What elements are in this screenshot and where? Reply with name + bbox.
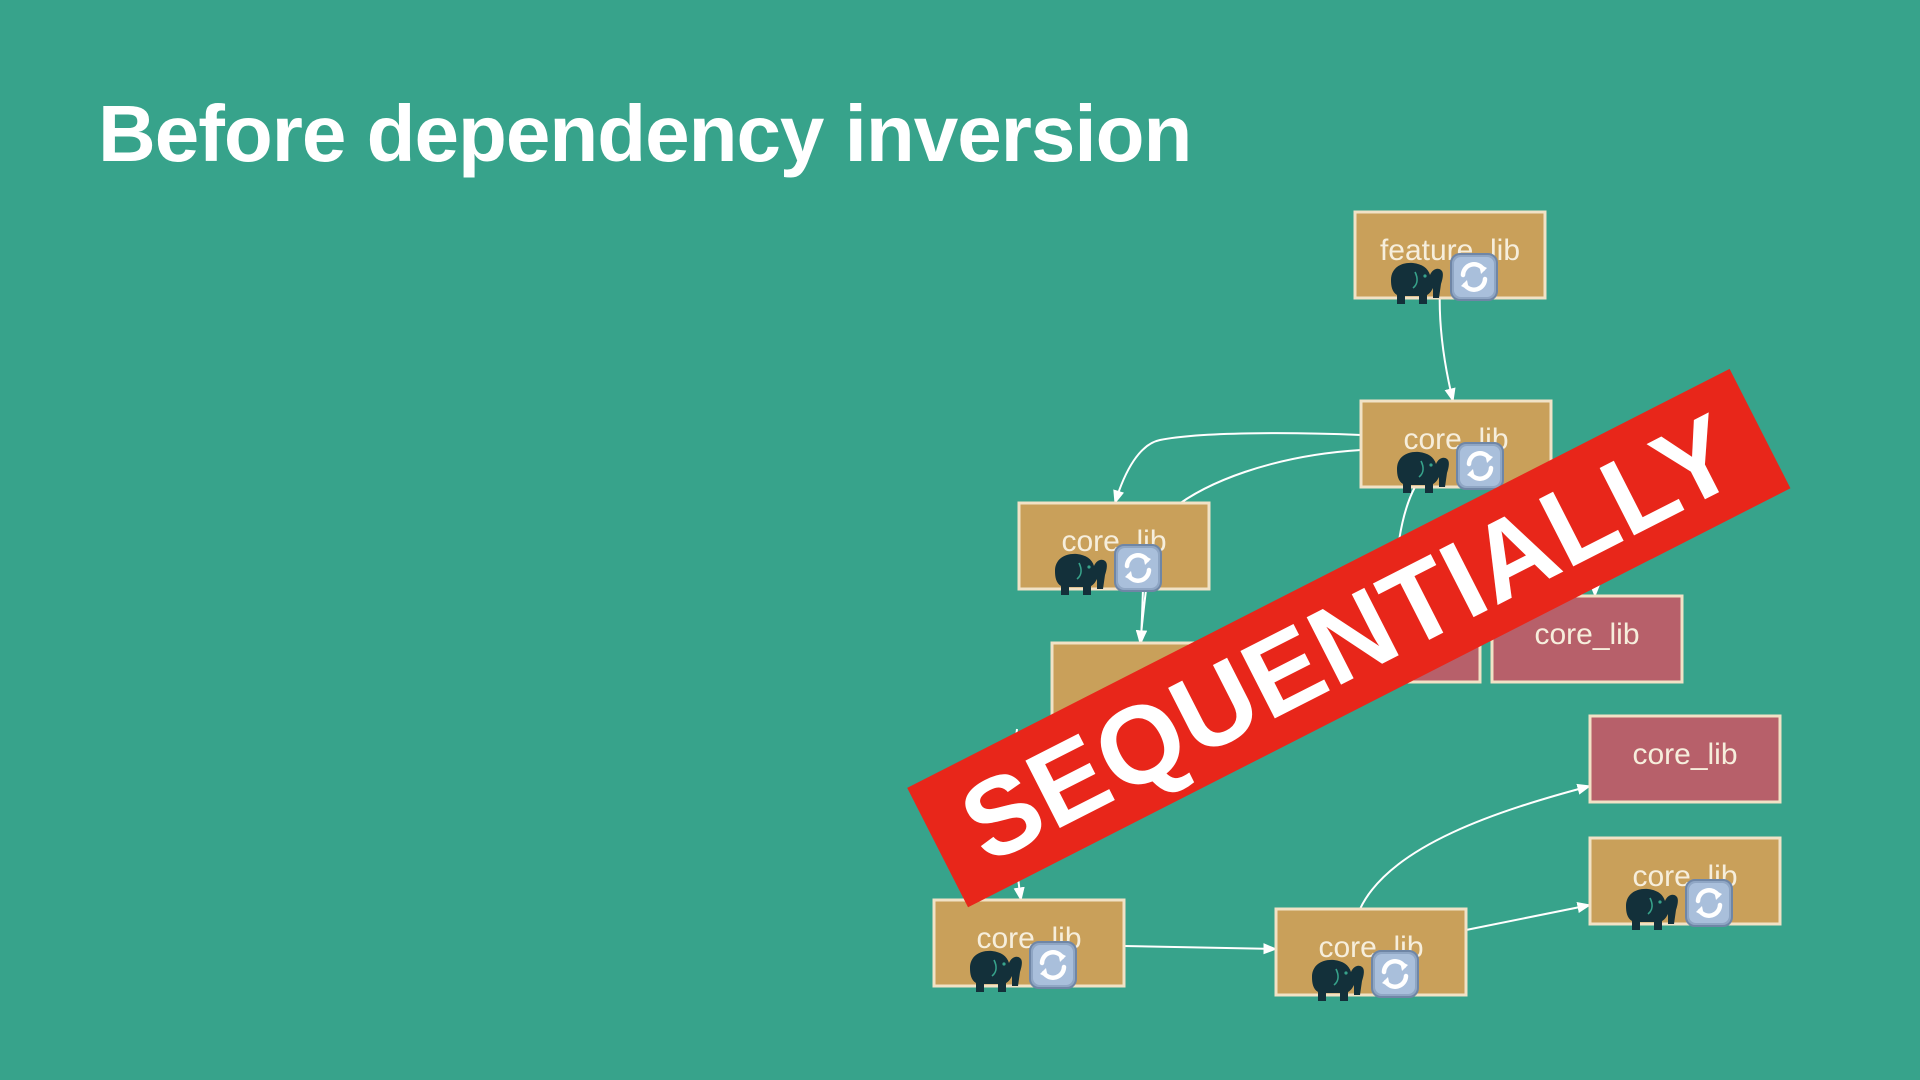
node-label: core_lib (1534, 618, 1639, 651)
slide-title: Before dependency inversion (98, 89, 1192, 178)
edge-n2-n3 (1135, 588, 1148, 645)
node-box (1359, 399, 1553, 489)
sync-arrows-icon (1030, 942, 1076, 988)
node-n9: core_lib (1588, 836, 1782, 931)
node-n8: core_lib (1274, 907, 1468, 1002)
edge-n0-n1 (1438, 285, 1456, 403)
edge-n1-n2 (1113, 432, 1362, 505)
node-n2: core_lib (1017, 501, 1211, 596)
node-n7: core_lib (932, 898, 1126, 993)
sync-arrows-icon (1372, 951, 1418, 997)
edge-n7-n8 (1123, 943, 1278, 955)
node-n0: feature_lib (1353, 210, 1547, 305)
sync-arrows-icon (1115, 545, 1161, 591)
node-n1: core_lib (1359, 399, 1553, 494)
node-n6: core_lib (1588, 714, 1782, 804)
edge-n8-n6 (1359, 783, 1592, 910)
sync-arrows-icon (1686, 880, 1732, 926)
node-box (1274, 907, 1468, 997)
sync-arrows-icon (1457, 443, 1503, 489)
edge-n8-n9 (1465, 902, 1592, 931)
node-label: feature_lib (1380, 234, 1520, 267)
node-box (1588, 714, 1782, 804)
node-label: core_lib (1632, 738, 1737, 771)
sync-arrows-icon (1451, 254, 1497, 300)
